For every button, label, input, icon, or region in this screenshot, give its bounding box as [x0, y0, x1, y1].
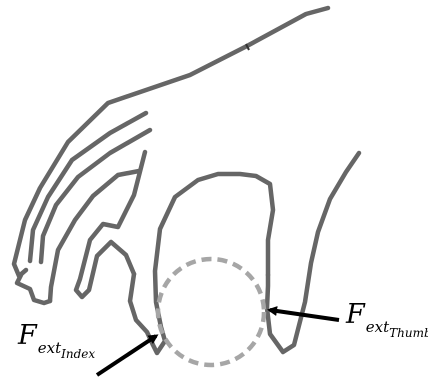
thumb-force-symbol: F — [346, 299, 365, 330]
finger-band-upper — [30, 113, 146, 261]
index-force-subscript: ext — [38, 339, 61, 357]
index-force-sub-subscript: Index — [61, 347, 95, 361]
index-finger-outline — [130, 174, 273, 353]
hand-back-outline — [14, 8, 328, 276]
index-force-label: FextIndex — [18, 322, 95, 349]
thumb-force-sub-subscript: Thumb — [389, 326, 428, 340]
grasped-object-circle — [158, 259, 264, 365]
index-force-arrow — [97, 336, 156, 375]
thumb-force-label: FextThumb — [346, 301, 428, 328]
index-force-symbol: F — [18, 320, 37, 351]
pinky-outline — [17, 275, 50, 303]
thumb-force-subscript: ext — [366, 318, 389, 336]
